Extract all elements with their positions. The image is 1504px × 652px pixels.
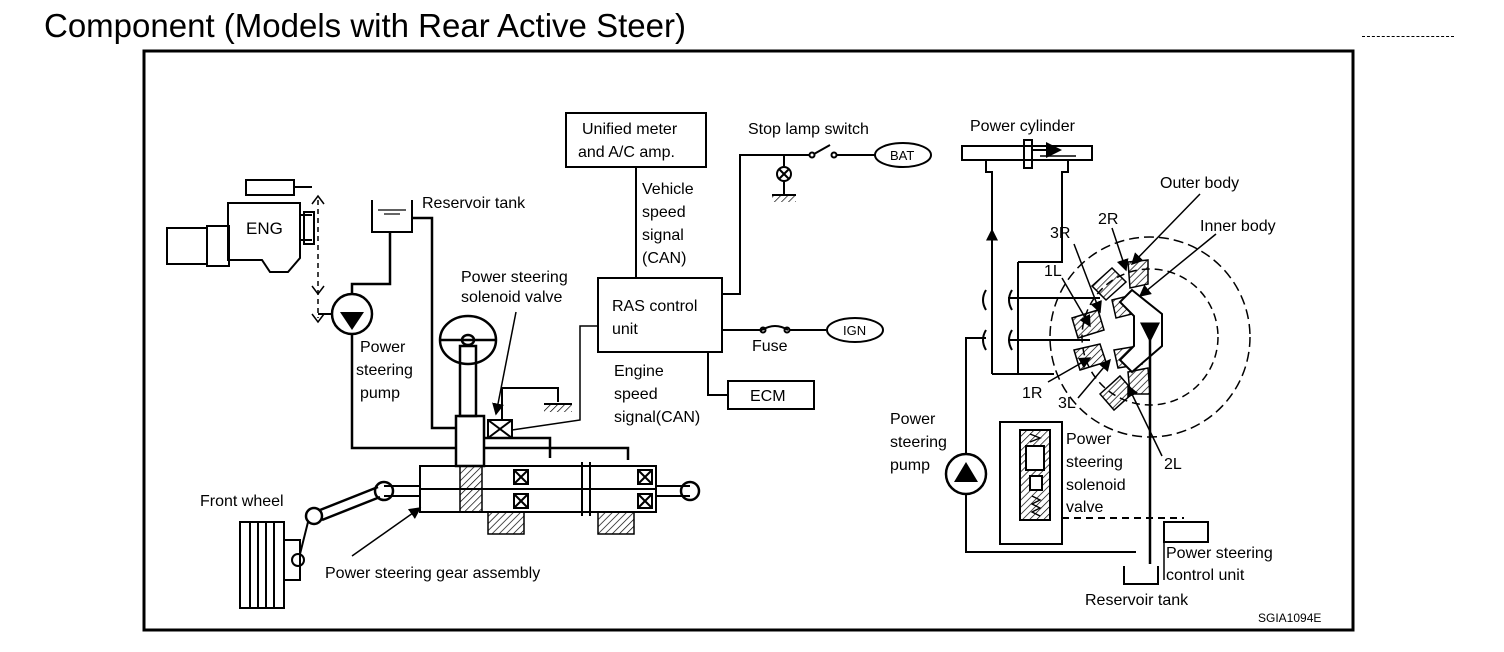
gear-pinion-hatch [459,465,483,513]
vehicle-speed-label-1: Vehicle [642,181,694,198]
solenoid-valve-right [999,421,1063,545]
ps-pump-left-label-1: Power [360,339,406,356]
stop-lamp-circuit [722,144,876,295]
ground-left-hatch [544,404,572,412]
ps-solenoid-left-label-1: Power steering [461,269,568,286]
engine-block [166,179,315,273]
ps-pump-right-label-2: steering [890,434,947,451]
bat-label: BAT [890,148,914,163]
reservoir-tank-right [1123,566,1159,585]
ps-solenoid-right-label-4: valve [1066,499,1103,516]
ps-solenoid-right-label-1: Power [1066,431,1112,448]
ras-to-solenoid-line [511,325,598,431]
ras-control-unit-label-1: RAS control [612,298,697,315]
ign-label: IGN [843,323,866,338]
gear-mount-left [487,511,525,535]
reservoir-tank-left-label: Reservoir tank [422,195,526,212]
engine-speed-label-1: Engine [614,363,664,380]
vehicle-speed-label-4: (CAN) [642,250,686,267]
ras-control-unit-label-2: unit [612,321,638,338]
ps-pump-right-label-3: pump [890,457,930,474]
front-wheel [239,485,381,609]
diagram-frame [142,49,1355,632]
ps-control-unit-box [1163,521,1209,543]
port-2l-label: 2L [1164,456,1182,473]
ecm-box [727,380,815,410]
fuse-label: Fuse [752,338,788,355]
ps-pump-right [944,452,988,496]
port-3r-label: 3R [1050,225,1070,242]
ps-control-unit-label-1: Power steering [1166,545,1273,562]
power-cylinder-label: Power cylinder [970,118,1076,135]
solenoid-left-pointer [492,311,517,416]
port-1r-label: 1R [1022,385,1042,402]
front-wheel-label: Front wheel [200,493,284,510]
ras-to-ecm-line [707,352,728,396]
reservoir-tank-left [371,200,413,233]
vehicle-speed-label-2: speed [642,204,686,221]
solenoid-valve-left [487,419,513,439]
unified-meter-label-1: Unified meter [582,121,678,138]
page-title: Component (Models with Rear Active Steer… [44,7,686,44]
port-2r-label: 2R [1098,211,1118,228]
engine-speed-label-3: signal(CAN) [614,409,700,426]
valve-label-pointers [1047,193,1217,457]
ps-pump-left [318,292,374,336]
ps-solenoid-right-label-3: solenoid [1066,477,1126,494]
ps-solenoid-left-label-2: solenoid valve [461,289,563,306]
belt-arrows [311,194,325,324]
corner-dash-mark [1362,36,1454,37]
figure-code: SGIA1094E [1258,611,1321,625]
steering-wheel [438,314,498,468]
pump-right-lines [965,337,1136,553]
gear-mount-right [597,511,635,535]
ps-control-unit-label-2: control unit [1166,567,1245,584]
power-cylinder [961,139,1093,374]
unified-meter-label-2: and A/C amp. [578,144,675,161]
unified-meter-box [565,112,707,168]
inner-body-shape [1118,288,1163,374]
outer-body-label: Outer body [1160,175,1239,192]
valve-port-lines [982,230,1100,375]
engine-speed-label-2: speed [614,386,658,403]
ecm-label: ECM [750,388,786,405]
gear-assembly-pointer [351,507,422,557]
reservoir-tank-right-label: Reservoir tank [1085,592,1189,609]
ras-control-unit-box [597,277,723,353]
ps-gear-assembly-label: Power steering gear assembly [325,565,540,582]
stop-lamp-switch-label: Stop lamp switch [748,121,869,138]
vehicle-speed-label-3: signal [642,227,684,244]
ps-solenoid-right-label-2: steering [1066,454,1123,471]
ign-circuit [722,325,826,334]
ps-pump-left-label-2: steering [356,362,413,379]
ps-pump-left-label-3: pump [360,385,400,402]
inner-body-label: Inner body [1200,218,1276,235]
bat-terminal [874,142,932,168]
port-1l-label: 1L [1044,263,1062,280]
port-3l-label: 3L [1058,395,1076,412]
eng-label: ENG [246,219,283,238]
ign-terminal [826,317,884,343]
stop-lamp-ground [772,195,796,202]
ps-gear-assembly [373,462,701,516]
ps-pump-right-label-1: Power [890,411,936,428]
